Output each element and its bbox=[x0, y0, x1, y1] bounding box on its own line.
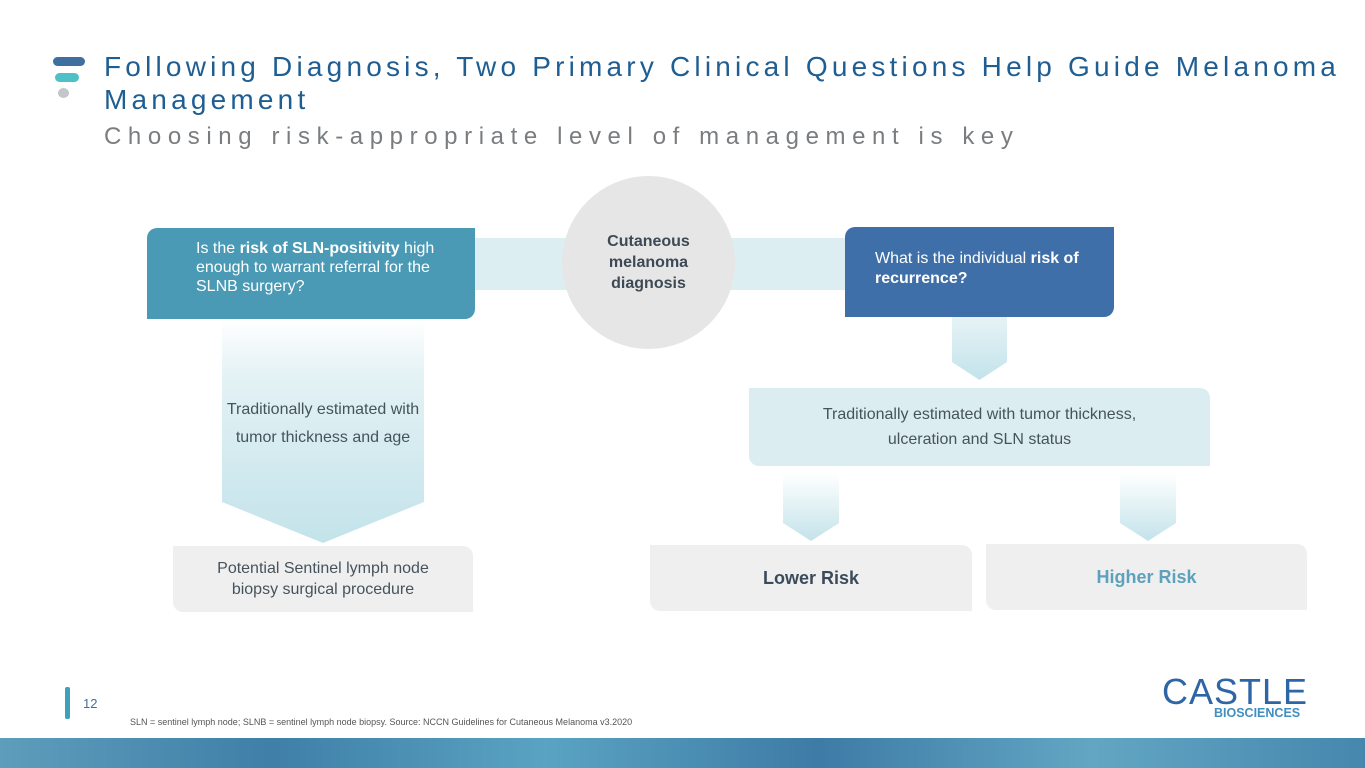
page-title: Following Diagnosis, Two Primary Clinica… bbox=[104, 51, 1341, 115]
lower-risk-arrow bbox=[783, 473, 839, 541]
diagnosis-label: Cutaneous melanoma diagnosis bbox=[607, 233, 690, 292]
decorative-footer-strip bbox=[0, 738, 1365, 768]
higher-risk-arrow bbox=[1120, 473, 1176, 541]
logo-bar-top bbox=[53, 57, 85, 66]
higher-risk-label: Higher Risk bbox=[1096, 566, 1197, 587]
sln-positivity-question-box: Is the risk of SLN-positivity high enoug… bbox=[147, 228, 475, 319]
lower-risk-label: Lower Risk bbox=[762, 567, 860, 588]
left-result-text: Potential Sentinel lymph node biopsy sur… bbox=[217, 560, 429, 598]
left-question-pre: Is the bbox=[196, 240, 240, 257]
brand-logo-subtext: BIOSCIENCES bbox=[1214, 706, 1301, 720]
right-question-pre: What is the individual bbox=[875, 250, 1031, 267]
diagnosis-circle: Cutaneous melanoma diagnosis bbox=[562, 176, 735, 349]
page-number-accent bbox=[65, 687, 70, 719]
slnb-procedure-box: Potential Sentinel lymph node biopsy sur… bbox=[173, 546, 473, 612]
right-down-arrow-top bbox=[952, 317, 1007, 380]
lower-risk-box: Lower Risk bbox=[650, 545, 972, 611]
brand-logo-wordmark: CASTLE bbox=[1162, 671, 1309, 712]
right-method-text: Traditionally estimated with tumor thick… bbox=[822, 406, 1137, 448]
right-question-bold: risk of recurrence? bbox=[875, 250, 1079, 287]
left-method-text: Traditionally estimated with tumor thick… bbox=[226, 401, 420, 446]
recurrence-question-box: What is the individual risk of recurrenc… bbox=[845, 227, 1114, 317]
left-down-arrow bbox=[222, 319, 424, 543]
logo-dot bbox=[58, 88, 69, 98]
logo-bar-middle bbox=[55, 73, 79, 82]
recurrence-method-box: Traditionally estimated with tumor thick… bbox=[749, 388, 1210, 466]
higher-risk-box: Higher Risk bbox=[986, 544, 1307, 610]
page-number: 12 bbox=[83, 696, 98, 711]
left-question-post: high enough to warrant referral for the … bbox=[196, 240, 435, 295]
footnote: SLN = sentinel lymph node; SLNB = sentin… bbox=[130, 717, 633, 727]
left-question-bold: risk of SLN-positivity bbox=[239, 240, 400, 257]
page-subtitle: Choosing risk-appropriate level of manag… bbox=[104, 123, 1020, 150]
